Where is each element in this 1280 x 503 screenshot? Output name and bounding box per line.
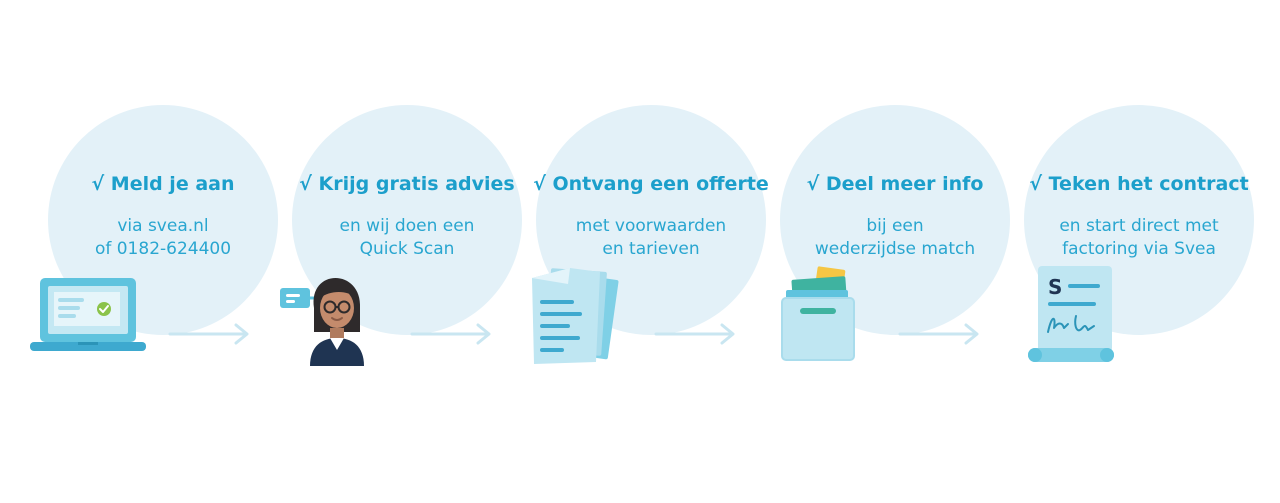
step-description-line: via svea.nl	[117, 216, 209, 236]
step-description: via svea.nl of 0182-624400	[38, 215, 288, 261]
arrow-right-icon	[410, 323, 491, 345]
laptop-check-icon	[30, 278, 146, 351]
step-description: en wij doen een Quick Scan	[282, 215, 532, 261]
arrow-right-icon	[898, 323, 979, 345]
step-title: √ Meld je aan	[91, 173, 235, 195]
documents-icon	[532, 268, 619, 364]
arrow-right-icon	[168, 323, 249, 345]
step-description-line: wederzijdse match	[814, 239, 976, 259]
arrow-right-icon	[654, 323, 735, 345]
advisor-person-icon	[280, 278, 364, 366]
step-title: √ Krijg gratis advies	[299, 173, 515, 195]
step-description: met voorwaarden en tarieven	[526, 215, 776, 261]
step-description: bij een wederzijdse match	[770, 215, 1020, 261]
folder-box-icon	[781, 266, 855, 361]
signed-contract-icon: S	[1028, 266, 1114, 362]
step-description-line: en wij doen een	[339, 216, 475, 236]
step-description-line: en start direct met	[1059, 216, 1219, 236]
step-title: √ Deel meer info	[806, 173, 984, 195]
step-description: en start direct met factoring via Svea	[1014, 215, 1264, 261]
step-description-line: bij een	[866, 216, 924, 236]
step-description-line: of 0182-624400	[94, 239, 232, 259]
step-title: √ Teken het contract	[1029, 173, 1249, 195]
step-description-line: Quick Scan	[359, 239, 455, 259]
step-title: √ Ontvang een offerte	[533, 173, 769, 195]
svg-text:S: S	[1048, 275, 1062, 299]
step-description-line: met voorwaarden	[575, 216, 727, 236]
step-description-line: factoring via Svea	[1062, 239, 1216, 259]
step-description-line: en tarieven	[602, 239, 700, 259]
